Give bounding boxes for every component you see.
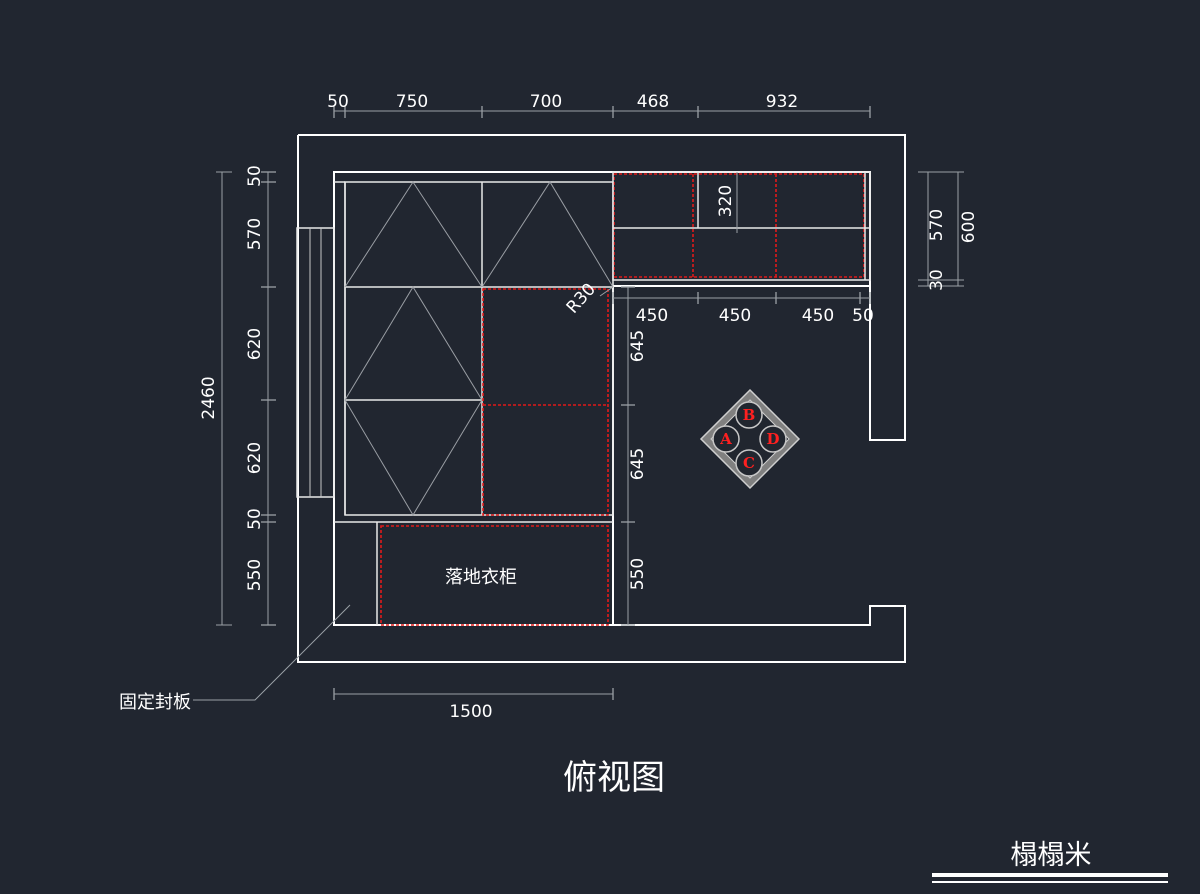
dim-cabinet-450-a: 450 bbox=[636, 306, 668, 326]
wardrobe-label: 落地衣柜 bbox=[445, 567, 517, 588]
dim-inner-645-a: 645 bbox=[628, 330, 648, 362]
lock-letter-c: C bbox=[743, 454, 755, 472]
dimension-lines bbox=[193, 106, 964, 701]
dim-top-932: 932 bbox=[766, 92, 798, 112]
lock-letter-a: A bbox=[719, 430, 732, 448]
lifting-table-icon: B A D C bbox=[699, 388, 801, 490]
brand-name: 榻榻米 bbox=[1011, 840, 1092, 871]
outer-wall-bottom bbox=[297, 135, 906, 663]
dim-left-620-b: 620 bbox=[245, 442, 265, 474]
dim-top-750: 750 bbox=[396, 92, 428, 112]
dim-inner-645-b: 645 bbox=[628, 448, 648, 480]
dim-left-50-bottom: 50 bbox=[245, 508, 265, 530]
dim-left-50-top: 50 bbox=[245, 165, 265, 187]
upper-cabinet bbox=[612, 171, 871, 281]
dim-cabinet-450-b: 450 bbox=[719, 306, 751, 326]
dim-inner-550: 550 bbox=[628, 558, 648, 590]
dim-top-50: 50 bbox=[327, 92, 349, 112]
side-strip bbox=[296, 181, 346, 515]
dim-left-2460: 2460 bbox=[199, 376, 219, 419]
brand-block: 榻榻米 bbox=[932, 840, 1168, 883]
hidden-storage bbox=[380, 173, 865, 626]
dim-right-570: 570 bbox=[927, 209, 947, 241]
dim-left-620-a: 620 bbox=[245, 328, 265, 360]
dim-cabinet-450-c: 450 bbox=[802, 306, 834, 326]
dim-left-550: 550 bbox=[245, 559, 265, 591]
dim-top-700: 700 bbox=[530, 92, 562, 112]
radius-label: R30 bbox=[563, 280, 600, 318]
drawing-title: 俯视图 bbox=[563, 758, 665, 798]
dim-cabinet-50: 50 bbox=[852, 306, 874, 326]
dim-cabinet-320: 320 bbox=[716, 185, 736, 217]
dim-top-468: 468 bbox=[637, 92, 669, 112]
dim-left-570: 570 bbox=[245, 218, 265, 250]
door-frame bbox=[296, 227, 335, 498]
room-walls bbox=[297, 134, 906, 663]
fixed-panel-label: 固定封板 bbox=[119, 692, 191, 713]
dim-right-30: 30 bbox=[927, 269, 947, 291]
outer-wall bbox=[298, 134, 906, 441]
dim-bottom-1500: 1500 bbox=[449, 702, 492, 722]
dimension-labels: 50 750 700 468 932 2460 50 570 620 620 5… bbox=[199, 92, 979, 722]
dim-right-600: 600 bbox=[959, 211, 979, 243]
tatami-panels bbox=[334, 181, 614, 625]
lock-letter-d: D bbox=[766, 430, 779, 448]
lock-letter-b: B bbox=[743, 406, 756, 424]
